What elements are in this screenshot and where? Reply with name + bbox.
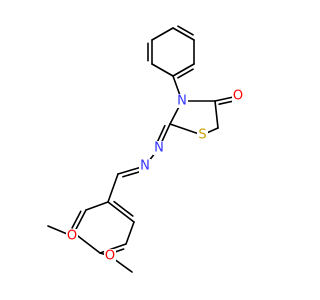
bond-c4-c5 bbox=[214, 100, 219, 129]
atom-n-ring: N bbox=[176, 94, 188, 109]
bond-ar-5 bbox=[125, 221, 135, 245]
bond-ar-3 bbox=[73, 232, 101, 254]
bond-ph-6 bbox=[151, 27, 174, 41]
atom-s-ring: S bbox=[197, 128, 208, 143]
bond-ar-2-inner bbox=[71, 210, 82, 229]
bond-s1-c2 bbox=[169, 123, 203, 136]
bond-ar-6 bbox=[107, 201, 135, 223]
atom-n-imine: N bbox=[153, 141, 165, 156]
atom-layer: N S O N N O O bbox=[66, 89, 244, 264]
atom-label-n-imine: N bbox=[154, 141, 164, 156]
atom-label-n-hydrazone: N bbox=[140, 159, 150, 174]
bond-c2-n-imine-inner bbox=[156, 124, 166, 144]
bond-ar-6-inner bbox=[113, 200, 134, 217]
molecule-diagram: N S O N N O O bbox=[47, 25, 244, 273]
atom-n-hydrazone: N bbox=[139, 159, 151, 174]
atom-o-carbonyl: O bbox=[232, 89, 244, 104]
bond-ph-1 bbox=[172, 27, 195, 41]
bond-ph-4 bbox=[151, 63, 174, 77]
bond-ar-1 bbox=[85, 201, 109, 211]
atom-label-o-methoxy-4: O bbox=[105, 249, 115, 264]
atom-o-methoxy-4: O bbox=[104, 249, 116, 264]
atom-o-methoxy-3: O bbox=[66, 229, 78, 244]
atom-label-o-methoxy-3: O bbox=[67, 229, 77, 244]
bond-ph-1-inner bbox=[177, 25, 194, 36]
bond-ph-3-inner bbox=[177, 68, 194, 79]
atom-label-n-ring: N bbox=[177, 94, 187, 109]
bond-ph-3 bbox=[172, 63, 195, 77]
atom-label-o-carbonyl: O bbox=[233, 89, 243, 104]
atom-label-s-ring: S bbox=[198, 128, 206, 143]
bond-layer bbox=[47, 25, 239, 273]
bond-ch-aryl bbox=[107, 173, 119, 203]
